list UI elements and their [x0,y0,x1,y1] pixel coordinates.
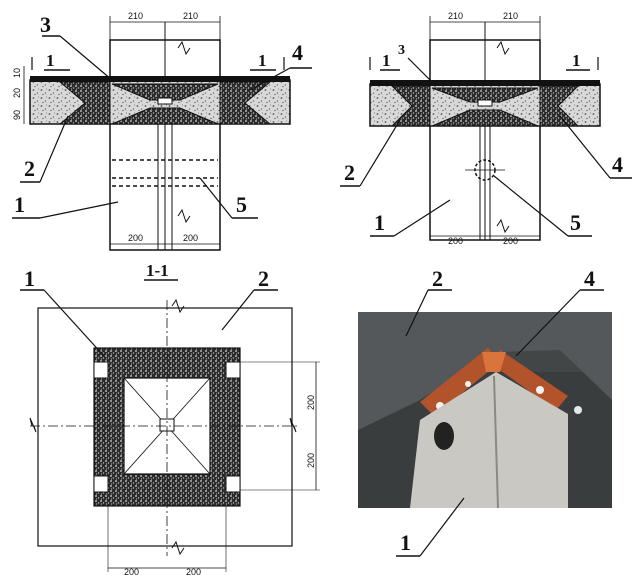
callout-3-left: 3 [40,12,51,37]
dim-left-10: 10 [12,68,22,78]
callout-1-left: 1 [14,192,25,217]
callout-2-photo: 2 [432,266,443,291]
callout-1-right: 1 [374,210,385,235]
plan-section-1-1: 1-1 200 200 200 200 [20,261,320,576]
grout-left [390,85,431,127]
slab-outline [37,307,293,547]
dim-bottom-right-a: 200 [448,236,463,246]
callout-1-photo: 1 [400,530,411,555]
top-plate [30,76,290,82]
elevation-view-left: 210 210 200 200 10 20 90 1 1 3 4 2 1 5 [12,11,312,251]
dim-top-right-b: 210 [503,11,518,21]
callout-4-right: 4 [612,152,623,177]
dim-bottom-left-b: 200 [183,233,198,243]
dim-top-left-a: 210 [128,11,143,21]
dim-left-20: 20 [12,88,22,98]
callout-1-plan: 1 [24,266,35,291]
steel-plate-right [494,350,568,410]
dim-top-right-a: 210 [448,11,463,21]
dim-right-b: 200 [306,453,316,468]
dim-bottom-right-b: 200 [503,236,518,246]
callout-5-right: 5 [570,210,581,235]
grout-right [539,85,580,127]
photo-dark-mark [434,422,454,450]
steel-plate-left [420,348,500,416]
callout-5-left: 5 [236,192,247,217]
dim-bottom-left-a: 200 [128,233,143,243]
site-photo: 2 4 1 [358,266,612,557]
elevation-view-right: 210 210 200 200 1 1 3 2 4 1 5 [340,11,632,246]
grout-right [219,81,272,125]
dim-bottom-b: 200 [186,567,201,576]
grout-top-wedge [111,83,219,101]
callout-4-photo: 4 [584,266,595,291]
dim-bottom-a: 200 [124,567,139,576]
section-mark-right: 1 [572,51,581,70]
callout-4-left: 4 [292,40,303,65]
grout-left [58,81,111,125]
photo-column [410,372,568,508]
dim-right-a: 200 [306,395,316,410]
grout-bottom-wedge [111,107,219,125]
section-title: 1-1 [146,261,169,280]
callout-2-right: 2 [344,160,355,185]
section-mark-left: 1 [46,51,55,70]
callout-2-left: 2 [24,156,35,181]
section-mark-left: 1 [382,51,391,70]
callout-3-right: 3 [398,43,405,58]
dim-top-left-b: 210 [183,11,198,21]
section-mark-right: 1 [258,51,267,70]
callout-2-plan: 2 [258,266,269,291]
dim-left-90: 90 [12,110,22,120]
